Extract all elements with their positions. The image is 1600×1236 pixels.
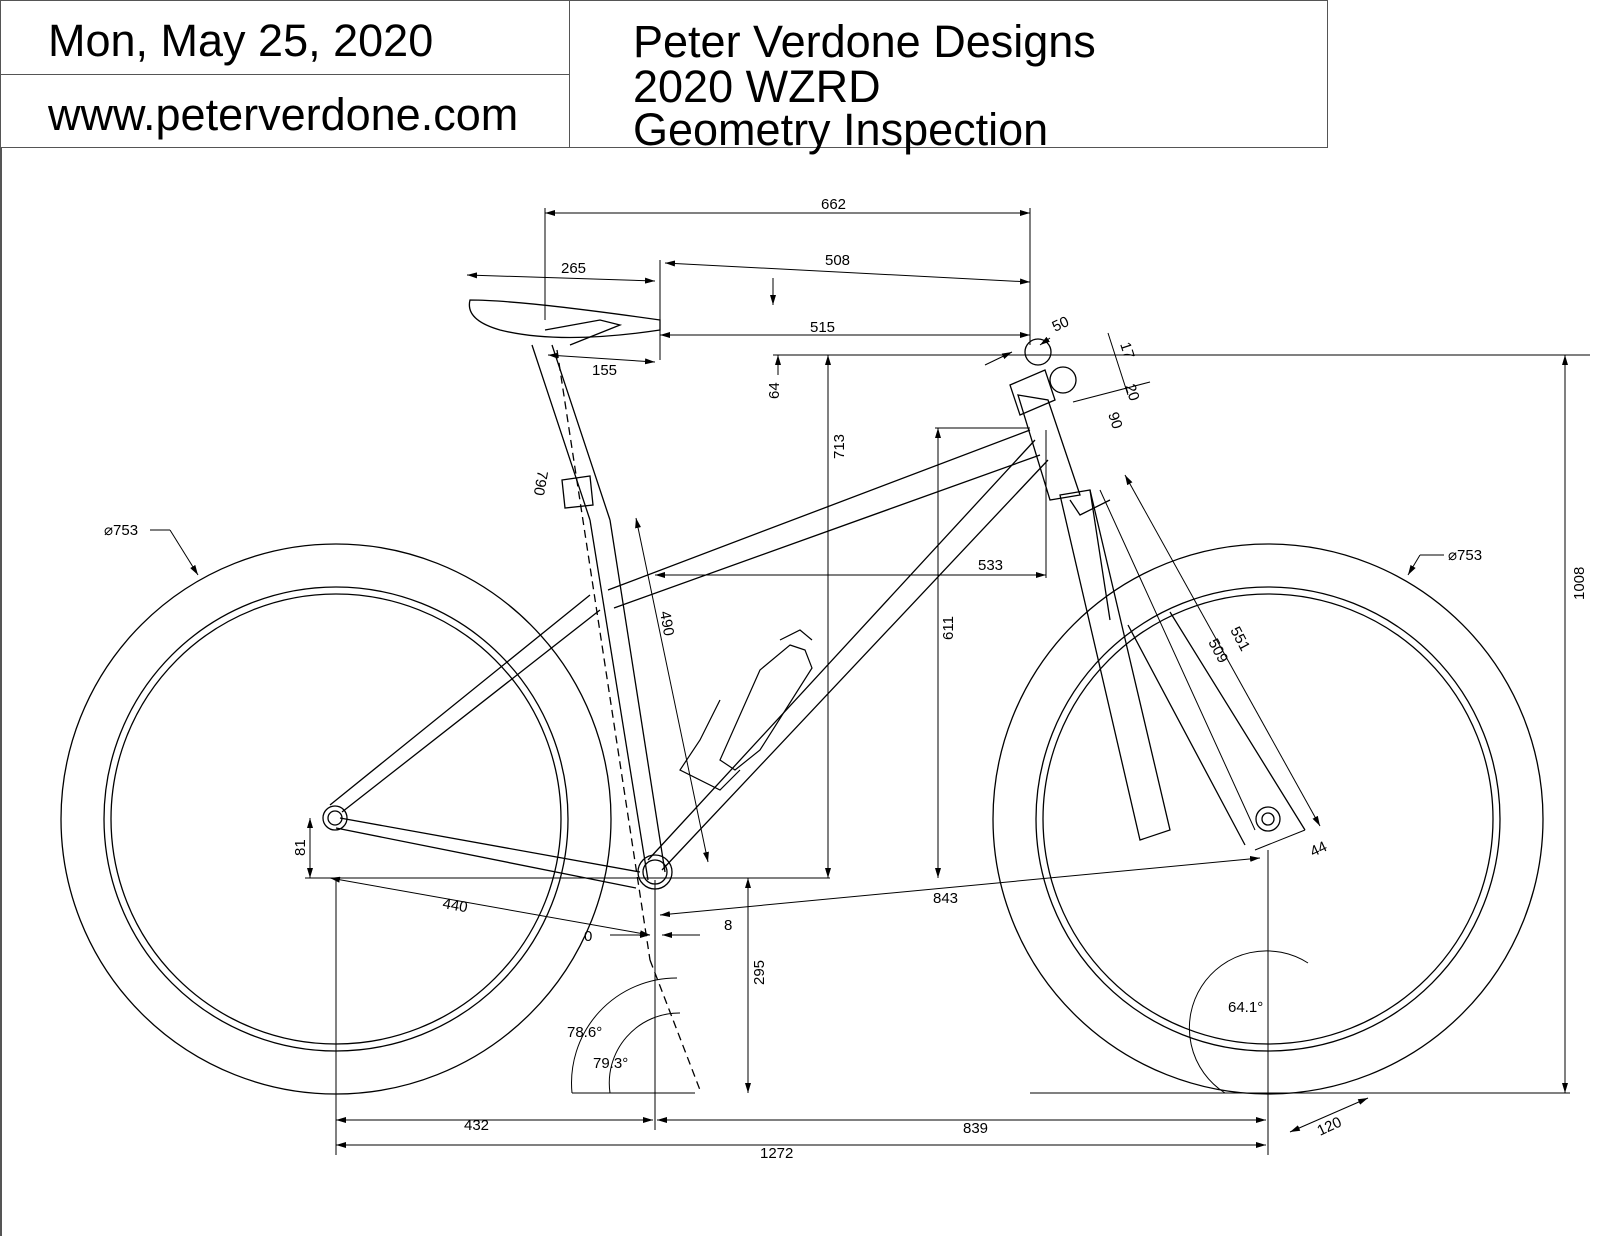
dim-515: 515 <box>810 319 835 336</box>
dim-843: 843 <box>933 890 958 907</box>
dim-0: 0 <box>584 928 592 945</box>
dim-533: 533 <box>978 557 1003 574</box>
water-bottle <box>679 629 813 791</box>
model-name: 2020 WZRD <box>633 61 881 112</box>
dim-8: 8 <box>724 917 732 934</box>
dim-64: 64 <box>766 382 783 399</box>
dim-1008: 1008 <box>1571 567 1588 600</box>
dim-790: 790 <box>530 469 551 497</box>
drawing-date: Mon, May 25, 2020 <box>48 15 434 66</box>
dim-490: 490 <box>656 610 677 638</box>
website-url: www.peterverdone.com <box>48 89 519 140</box>
dim-265: 265 <box>561 260 586 277</box>
dim-753-front: ⌀753 <box>1448 547 1482 564</box>
front-hub <box>1255 806 1281 832</box>
dim-662: 662 <box>821 196 846 213</box>
dim-90: 90 <box>1104 410 1125 431</box>
dim-551: 551 <box>1226 624 1253 654</box>
dim-44: 44 <box>1308 838 1330 860</box>
company-name: Peter Verdone Designs <box>633 16 1096 67</box>
dim-17: 17 <box>1116 340 1137 361</box>
dimension-lines <box>150 208 1590 1155</box>
dim-120: 120 <box>1315 1114 1345 1140</box>
dim-509: 509 <box>1204 636 1231 666</box>
website-cell: www.peterverdone.com <box>0 74 570 148</box>
title-cell: Peter Verdone Designs 2020 WZRD Geometry… <box>569 0 1328 152</box>
dim-713: 713 <box>831 434 848 459</box>
rear-hub <box>322 805 348 831</box>
document-title: Geometry Inspection <box>633 104 1049 155</box>
title-block: Mon, May 25, 2020 www.peterverdone.com P… <box>0 0 1328 152</box>
dim-753-rear: ⌀753 <box>104 522 138 539</box>
ground-lines <box>571 950 1570 1094</box>
angle-seat-actual: 79.3° <box>593 1055 628 1072</box>
dim-295: 295 <box>751 960 768 985</box>
dim-611: 611 <box>940 616 957 640</box>
fork-stem-bar <box>1009 338 1306 846</box>
top-tube <box>607 429 1041 609</box>
dim-1272: 1272 <box>760 1145 793 1162</box>
seat-stay <box>329 594 601 813</box>
seat-tube <box>589 519 666 881</box>
seatpost-saddle <box>468 299 701 1091</box>
frame-border <box>0 147 2 1236</box>
down-tube <box>647 439 1049 871</box>
dim-81: 81 <box>292 839 309 856</box>
dim-839: 839 <box>963 1120 988 1137</box>
date-cell: Mon, May 25, 2020 <box>0 0 570 75</box>
dim-440: 440 <box>441 895 469 916</box>
dimension-labels: 662 508 265 515 50 17 20 90 155 64 713 7… <box>104 196 1588 1162</box>
dim-432: 432 <box>464 1117 489 1134</box>
angle-seat-effective: 78.6° <box>567 1024 602 1041</box>
angle-head: 64.1° <box>1228 999 1263 1016</box>
dim-20: 20 <box>1121 382 1142 403</box>
head-tube <box>1017 394 1081 501</box>
dim-155: 155 <box>592 362 617 379</box>
dim-508: 508 <box>825 252 850 269</box>
dim-50: 50 <box>1050 313 1072 335</box>
